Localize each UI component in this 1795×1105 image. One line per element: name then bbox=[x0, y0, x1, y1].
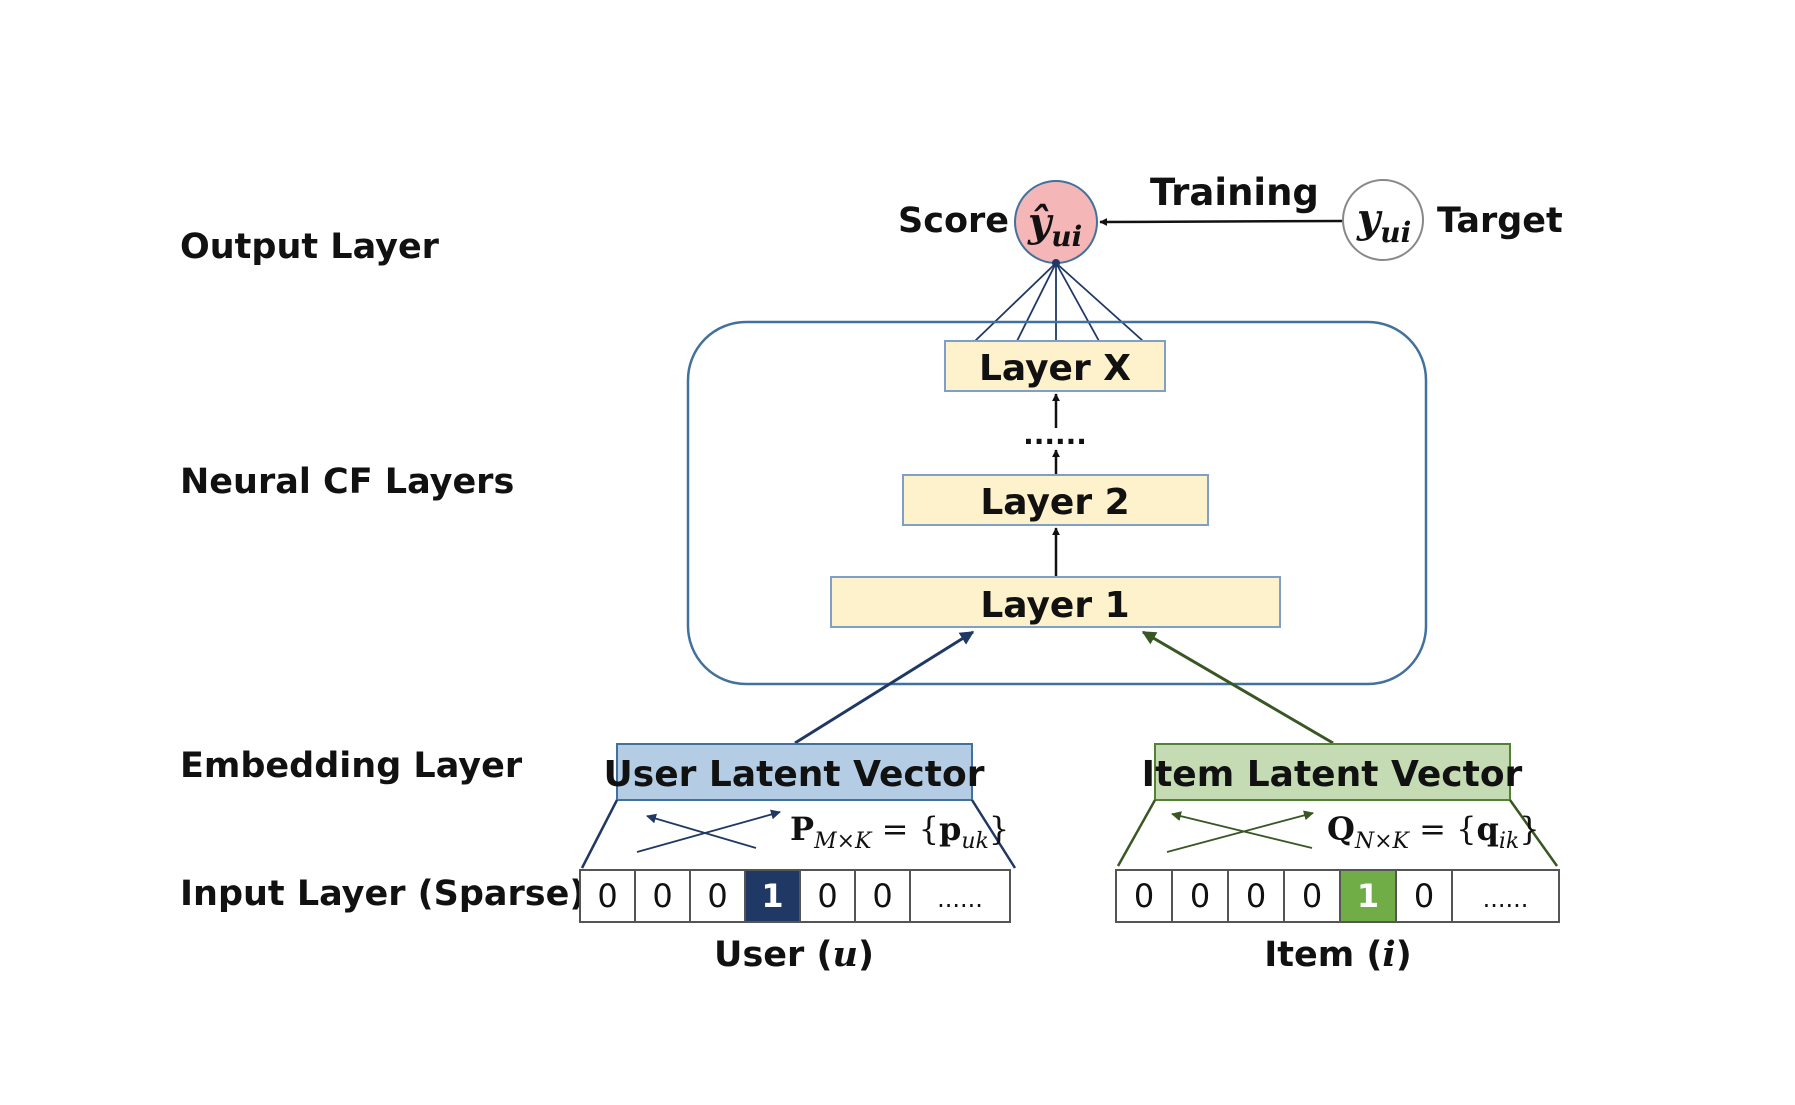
user-input-cell-4 bbox=[799, 869, 856, 923]
score-label: Score bbox=[898, 201, 1009, 241]
item-input-cell-0 bbox=[1115, 869, 1173, 923]
layer-2-box bbox=[902, 474, 1209, 526]
item-input-cell-0-value: 0 bbox=[1134, 877, 1154, 915]
item-input-cell-1-value: 0 bbox=[1190, 877, 1210, 915]
neural-cf-container bbox=[686, 320, 1428, 686]
user-cross-arrow-b bbox=[636, 809, 781, 853]
fan-connections bbox=[974, 262, 1144, 342]
layer-2-label: Layer 2 bbox=[980, 482, 1129, 523]
training-label: Training bbox=[1150, 171, 1319, 214]
item-input-cell-1 bbox=[1171, 869, 1229, 923]
item-cross-arrow-a bbox=[1171, 811, 1313, 849]
item-caption: Item (i) bbox=[1264, 934, 1411, 975]
layers-ellipsis: ...... bbox=[1023, 418, 1087, 451]
layer-1-label: Layer 1 bbox=[980, 585, 1129, 626]
user-input-cell-6 bbox=[909, 869, 1011, 923]
user-cross-arrow-a bbox=[646, 813, 757, 849]
layer-x-box bbox=[944, 340, 1166, 392]
layer-x-label: Layer X bbox=[979, 348, 1131, 389]
user-input-cell-2-value: 0 bbox=[707, 877, 727, 915]
user-projection-right bbox=[970, 799, 1017, 869]
neural-cf-layers-label: Neural CF Layers bbox=[180, 462, 514, 502]
user-projection-left bbox=[580, 799, 619, 869]
item-input-cell-3-value: 0 bbox=[1302, 877, 1322, 915]
user-input-cell-5-value: 0 bbox=[872, 877, 892, 915]
item-input-cell-3 bbox=[1283, 869, 1341, 923]
user-input-cell-1 bbox=[634, 869, 691, 923]
output-layer-label: Output Layer bbox=[180, 227, 440, 267]
item-embedding-arrow bbox=[1141, 630, 1334, 745]
item-cross-arrow-b bbox=[1166, 810, 1314, 853]
item-latent-vector-label: Item Latent Vector bbox=[1142, 754, 1523, 795]
training-arrow bbox=[1099, 217, 1343, 226]
input-layer-label: Input Layer (Sparse) bbox=[180, 874, 585, 914]
user-input-cell-0 bbox=[579, 869, 636, 923]
user-latent-vector-label: User Latent Vector bbox=[604, 754, 985, 795]
item-projection-right bbox=[1508, 799, 1559, 867]
fan-origin-dot bbox=[1052, 259, 1060, 267]
item-input-cell-4 bbox=[1339, 869, 1397, 923]
item-input-cell-5-value: 0 bbox=[1414, 877, 1434, 915]
layer-1-box bbox=[830, 576, 1281, 628]
item-latent-vector-box bbox=[1154, 743, 1511, 801]
user-embedding-arrow bbox=[794, 630, 975, 745]
item-input-cell-6 bbox=[1451, 869, 1560, 923]
user-embedding-matrix: PM×K = {puk} bbox=[790, 810, 1009, 854]
target-symbol: yui bbox=[1356, 195, 1411, 249]
user-input-cell-4-value: 0 bbox=[817, 877, 837, 915]
target-label: Target bbox=[1437, 201, 1563, 241]
user-input-cell-5 bbox=[854, 869, 911, 923]
user-latent-vector-box bbox=[616, 743, 973, 801]
item-input-cell-2-value: 0 bbox=[1246, 877, 1266, 915]
user-input-cell-6-value: ...... bbox=[937, 885, 983, 913]
target-node bbox=[1342, 179, 1424, 261]
score-symbol: ŷui bbox=[1027, 199, 1082, 253]
user-input-cell-0-value: 0 bbox=[597, 877, 617, 915]
item-input-cell-6-value: ...... bbox=[1483, 885, 1529, 913]
embedding-layer-label: Embedding Layer bbox=[180, 746, 523, 786]
item-input-cell-2 bbox=[1227, 869, 1285, 923]
user-input-cell-3-value: 1 bbox=[761, 877, 783, 915]
user-input-cell-1-value: 0 bbox=[652, 877, 672, 915]
item-input-cell-4-value: 1 bbox=[1357, 877, 1379, 915]
item-projection-left bbox=[1116, 799, 1157, 867]
item-embedding-matrix: QN×K = {qik} bbox=[1327, 810, 1540, 854]
user-caption: User (u) bbox=[714, 934, 874, 975]
